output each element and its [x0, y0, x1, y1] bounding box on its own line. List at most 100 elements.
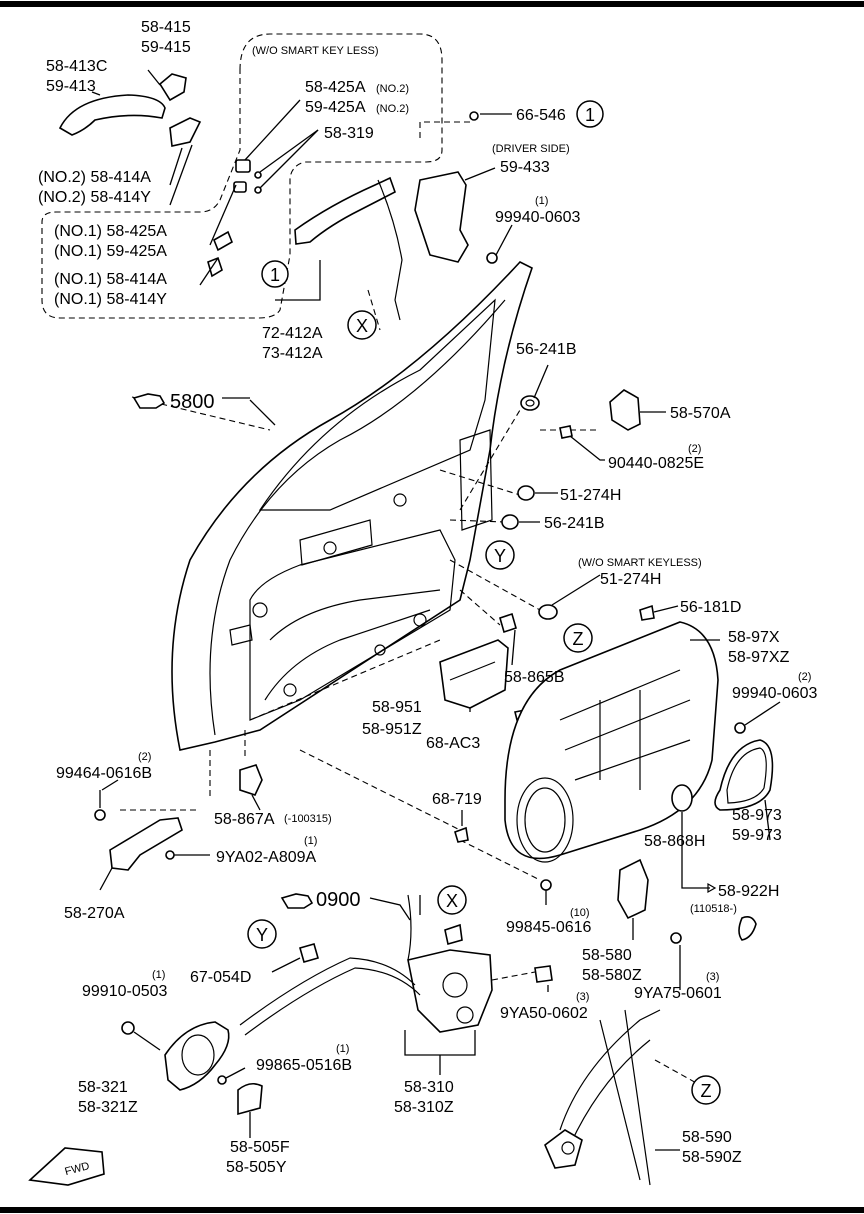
- callout-x-door: X: [347, 310, 377, 340]
- callout-y-door: Y: [485, 540, 515, 570]
- callout-z-regulator: Z: [691, 1075, 721, 1105]
- window-motor: [540, 858, 682, 990]
- label-66-546: 66-546: [516, 107, 566, 124]
- label-68-719: 68-719: [432, 791, 482, 808]
- label-58-580: 58-580: [582, 947, 632, 964]
- label-wo-smart-key-less: (W/O SMART KEY LESS): [252, 45, 379, 57]
- lock-rods: [239, 957, 416, 1026]
- svg-text:Y: Y: [256, 925, 268, 945]
- label-99464-0616B: 99464-0616B: [56, 765, 152, 782]
- label-58-951: 58-951: [372, 699, 422, 716]
- door-frame: [131, 261, 533, 751]
- label-58-425A-no2: 58-425A: [305, 79, 366, 96]
- hinge-58-270A: [94, 790, 210, 891]
- cap-58-868H: [671, 784, 693, 812]
- driver-side-bracket: [414, 167, 513, 264]
- clip-parts: [199, 99, 319, 286]
- label-59-973: 59-973: [732, 827, 782, 844]
- door-module-panel: [504, 604, 781, 863]
- wo-smart-key-box: [41, 33, 443, 319]
- label-58-922H: 58-922H: [718, 883, 779, 900]
- label-58-321: 58-321: [78, 1079, 128, 1096]
- bracket-58-570A: [559, 389, 666, 461]
- clip-67-054D: [299, 943, 319, 963]
- svg-text:X: X: [446, 891, 458, 911]
- label-58-414A-no1: (NO.1) 58-414A: [54, 271, 167, 288]
- plug-58-922H: [738, 916, 757, 941]
- clip-68-719: [454, 826, 469, 843]
- label-58-922H-range: (110518-): [690, 903, 737, 915]
- label-58-413C: 58-413C: [46, 58, 107, 75]
- label-qty10: (10): [570, 907, 590, 919]
- callout-x-lock: X: [437, 885, 467, 915]
- label-58-570A: 58-570A: [670, 405, 731, 422]
- handle-bracket: [275, 111, 512, 331]
- label-59-433: 59-433: [500, 159, 550, 176]
- label-99940-0603-b: 99940-0603: [732, 685, 818, 702]
- label-58-310: 58-310: [404, 1079, 454, 1096]
- label-qty1-c: (1): [152, 969, 165, 981]
- label-qty1-d: (1): [336, 1043, 349, 1055]
- callout-y-lock: Y: [247, 919, 277, 949]
- callout-1-handle: 1: [261, 260, 289, 288]
- block-58-951: [439, 639, 529, 741]
- label-58-951Z: 58-951Z: [362, 721, 422, 738]
- label-58-973: 58-973: [732, 807, 782, 824]
- label-no2-b: (NO.2): [376, 103, 409, 115]
- label-58-868H: 58-868H: [644, 833, 705, 850]
- label-58-580Z: 58-580Z: [582, 967, 642, 984]
- door-lock: [404, 894, 553, 1075]
- label-qty3-a: (3): [706, 971, 719, 983]
- label-58-319: 58-319: [324, 125, 374, 142]
- window-regulator: [544, 1009, 701, 1186]
- svg-text:Z: Z: [701, 1081, 712, 1101]
- label-51-274H-b: 51-274H: [600, 571, 661, 588]
- callout-1-top: 1: [576, 100, 604, 128]
- label-qty1-b: (1): [304, 835, 317, 847]
- label-58-414A-no2: (NO.2) 58-414A: [38, 169, 151, 186]
- label-51-274H-a: 51-274H: [560, 487, 621, 504]
- label-73-412A: 73-412A: [262, 345, 323, 362]
- label-9YA75-0601: 9YA75-0601: [634, 985, 722, 1002]
- label-0900: 0900: [316, 889, 361, 911]
- label-5800: 5800: [170, 391, 215, 413]
- label-56-181D: 56-181D: [680, 599, 741, 616]
- label-58-505F: 58-505F: [230, 1139, 290, 1156]
- label-59-425A-no1: (NO.1) 59-425A: [54, 243, 167, 260]
- label-58-270A: 58-270A: [64, 905, 125, 922]
- label-qty2-c: (2): [138, 751, 151, 763]
- pointer-0900-icon: [280, 893, 314, 909]
- label-58-425A-no1: (NO.1) 58-425A: [54, 223, 167, 240]
- label-58-97XZ: 58-97XZ: [728, 649, 790, 666]
- seal-58-973: [714, 739, 774, 811]
- label-58-505Y: 58-505Y: [226, 1159, 287, 1176]
- label-72-412A: 72-412A: [262, 325, 323, 342]
- label-58-865B: 58-865B: [504, 669, 565, 686]
- label-wo-smart-keyless: (W/O SMART KEYLESS): [578, 557, 702, 569]
- label-no2-a: (NO.2): [376, 83, 409, 95]
- handle-cap-shape: [158, 73, 187, 102]
- inner-handle: [121, 1021, 263, 1138]
- bumper-58-867A: [239, 764, 263, 796]
- label-59-425A-no2: 59-425A: [305, 99, 366, 116]
- part-labels: 58-415 59-415 58-413C 59-413 (W/O SMART …: [38, 19, 818, 1176]
- svg-text:Z: Z: [573, 629, 584, 649]
- label-90440-0825E: 90440-0825E: [608, 455, 704, 472]
- label-99940-0603-a: 99940-0603: [495, 209, 581, 226]
- label-9YA50-0602: 9YA50-0602: [500, 1005, 588, 1022]
- label-qty3-b: (3): [576, 991, 589, 1003]
- svg-text:1: 1: [270, 265, 280, 285]
- label-99910-0503: 99910-0503: [82, 983, 168, 1000]
- label-58-414Y-no1: (NO.1) 58-414Y: [54, 291, 167, 308]
- svg-text:1: 1: [585, 105, 595, 125]
- label-59-413: 59-413: [46, 78, 96, 95]
- label-68-AC3: 68-AC3: [426, 735, 480, 752]
- label-qty2-a: (2): [688, 443, 701, 455]
- outer-handle-group: [58, 69, 202, 206]
- label-67-054D: 67-054D: [190, 969, 251, 986]
- outer-handle-shape: [58, 94, 166, 136]
- grommets: [499, 364, 601, 666]
- label-9YA02-A809A: 9YA02-A809A: [216, 849, 317, 866]
- label-58-414Y-no2: (NO.2) 58-414Y: [38, 189, 151, 206]
